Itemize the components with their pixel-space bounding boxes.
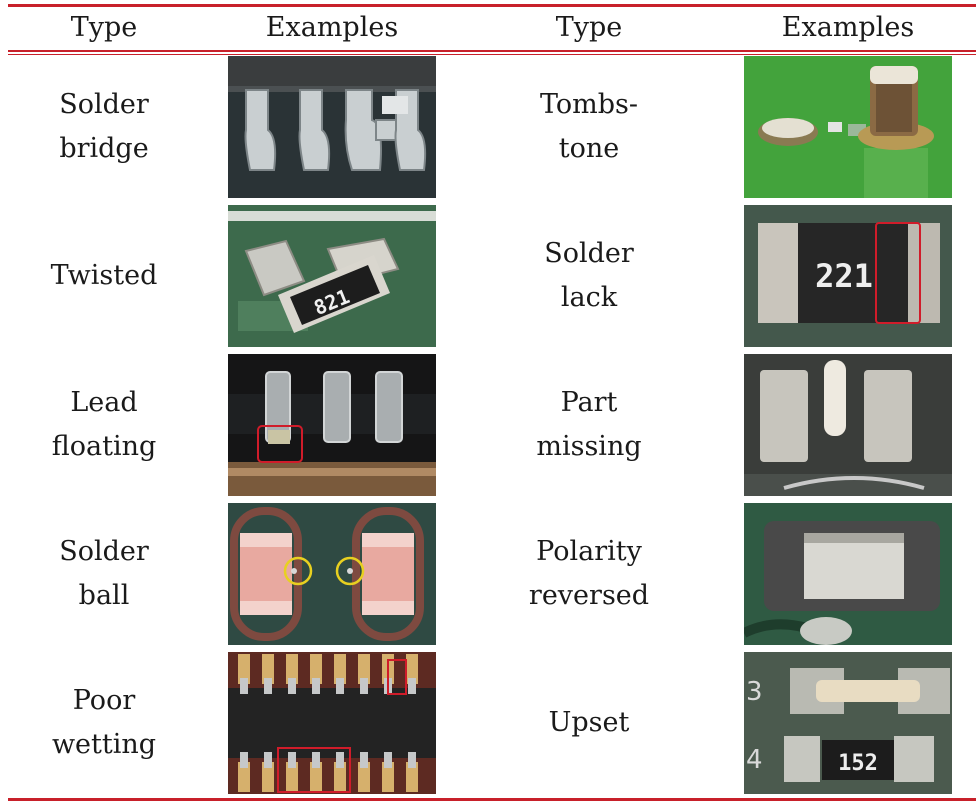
upset-chip-marking: 152: [838, 751, 878, 776]
header-type-left: Type: [70, 12, 138, 43]
twisted-photo: 821: [228, 205, 436, 347]
polarity-reversed-photo: [744, 503, 952, 645]
table-bottom-rule: [8, 798, 976, 801]
solder-lack-chip-marking: 221: [815, 257, 873, 295]
type-twisted: Twisted: [50, 260, 158, 291]
part-missing-photo: [744, 354, 952, 496]
solder-lack-photo: 221: [744, 205, 952, 347]
solder-ball-photo: [228, 503, 436, 645]
poor-wetting-photo: [228, 652, 436, 794]
header-type-right: Type: [555, 12, 623, 43]
lead-floating-photo: [228, 354, 436, 496]
solder-bridge-photo: [228, 56, 436, 198]
type-tombstone: Tombs- tone: [539, 89, 639, 164]
type-part-missing: Part missing: [536, 387, 642, 462]
tombstone-photo: [744, 56, 952, 198]
type-poor-wetting: Poor wetting: [51, 685, 157, 760]
header-rule-upper: [8, 50, 976, 52]
type-solder-bridge: Solder bridge: [59, 89, 149, 164]
type-lead-floating: Lead floating: [51, 387, 157, 462]
header-examples-left: Examples: [265, 12, 399, 43]
type-upset: Upset: [548, 707, 630, 738]
table-top-rule: [8, 4, 976, 7]
type-solder-lack: Solder lack: [544, 238, 634, 313]
upset-board-mark-top: 3: [746, 677, 763, 707]
upset-photo: 3 4 152: [744, 652, 952, 794]
type-solder-ball: Solder ball: [59, 536, 149, 611]
header-examples-right: Examples: [781, 12, 915, 43]
header-rule-lower: [8, 54, 976, 55]
type-polarity-reversed: Polarity reversed: [528, 536, 650, 611]
upset-board-mark-bottom: 4: [746, 745, 763, 775]
